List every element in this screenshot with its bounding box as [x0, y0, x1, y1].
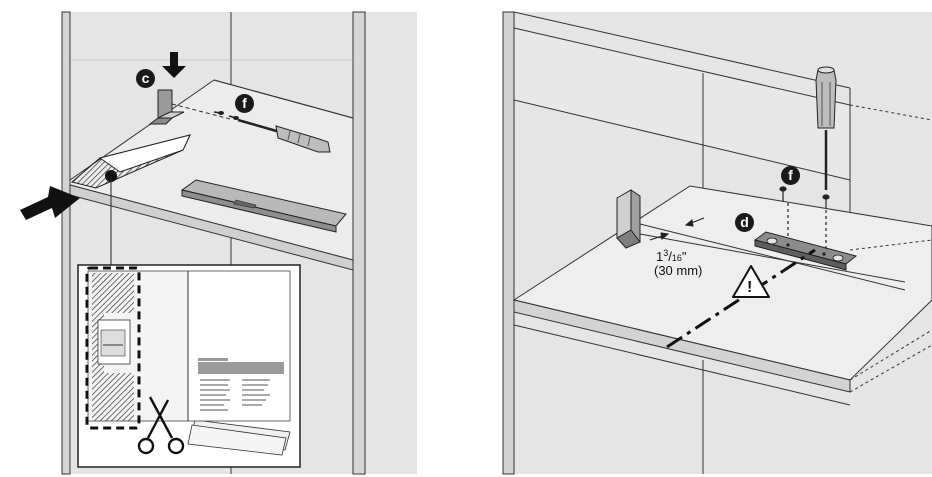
dimension-numerator: 3 — [663, 248, 669, 258]
spirit-level — [180, 179, 347, 233]
dimension-whole: 1 — [656, 249, 664, 264]
callout-f-right: f — [781, 166, 800, 185]
mounting-plate-d — [753, 231, 858, 271]
callout-f-left: f — [235, 94, 254, 113]
dimension-arrows — [649, 217, 705, 241]
press-arrow-icon — [162, 52, 186, 78]
screw-f-right — [779, 186, 830, 250]
dimension-inch-mark: " — [681, 249, 687, 264]
screwdriver-vertical-icon — [815, 66, 837, 190]
screwdriver-icon — [237, 118, 331, 153]
callout-d: d — [735, 213, 754, 232]
screw-f-left — [213, 111, 239, 120]
bracket-c-right — [616, 189, 641, 249]
dimension-metric: (30 mm) — [654, 263, 703, 278]
alignment-line — [666, 248, 816, 349]
callout-c: c — [136, 69, 155, 88]
right-panel-cabinet — [502, 11, 932, 475]
warning-symbol: ! — [747, 279, 753, 296]
dimension-denominator: 16 — [671, 253, 682, 263]
scissors-icon — [137, 396, 185, 455]
installation-template — [70, 134, 191, 265]
instruction-booklet-inset — [77, 264, 301, 468]
bracket-c-left — [148, 89, 231, 125]
push-arrow-icon — [20, 186, 80, 220]
warning-triangle-icon — [732, 265, 770, 298]
dimension-imperial: 13/16" — [656, 248, 687, 264]
